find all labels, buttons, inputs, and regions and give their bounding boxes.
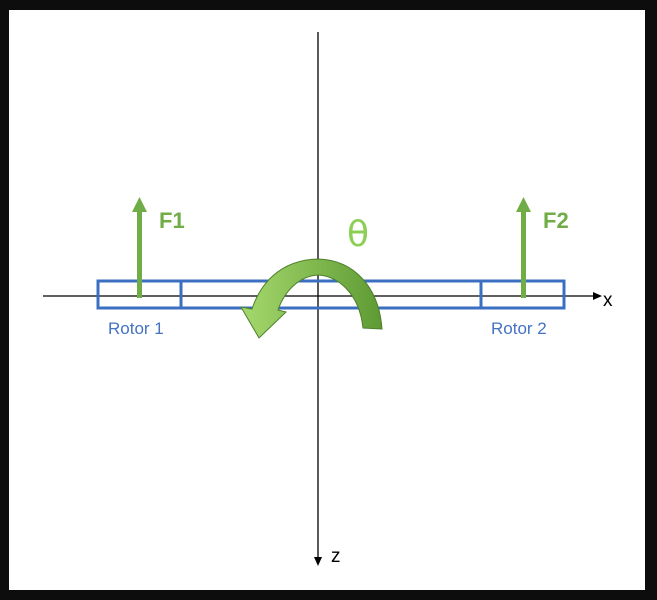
force-label-f1: F1 — [159, 208, 185, 233]
rotation-arrow-icon — [240, 258, 383, 339]
diagram-canvas: F1 F2 θ Rotor 1 Rotor 2 x z — [9, 10, 645, 590]
force-arrow-f1-icon — [132, 197, 147, 298]
rotor-2-label: Rotor 2 — [491, 319, 547, 338]
rotor-diagram: F1 F2 θ Rotor 1 Rotor 2 x z — [43, 32, 613, 567]
x-axis-label: x — [603, 290, 613, 311]
z-axis-label: z — [331, 546, 341, 567]
rotor-bar — [96, 279, 566, 310]
theta-label: θ — [347, 214, 369, 255]
force-arrow-f2-icon — [516, 197, 531, 298]
z-axis-arrowhead-icon — [314, 557, 322, 566]
force-label-f2: F2 — [543, 208, 569, 233]
rotor-1-label: Rotor 1 — [108, 319, 164, 338]
x-axis-arrowhead-icon — [593, 292, 602, 300]
